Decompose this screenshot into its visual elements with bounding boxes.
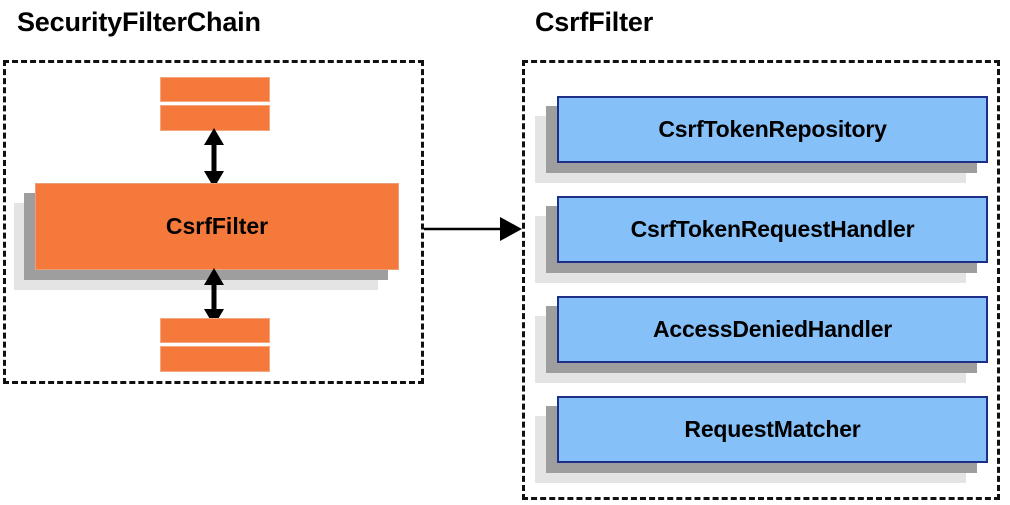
component-label: AccessDeniedHandler	[652, 316, 893, 342]
security-filter-chain-panel	[3, 60, 424, 384]
component-label: RequestMatcher	[684, 416, 861, 442]
component-box-csrf-token-repository[interactable]: CsrfTokenRepository	[557, 96, 988, 163]
csrffilter-to-collaborators-arrow	[424, 217, 522, 241]
component-label: CsrfTokenRepository	[658, 116, 887, 142]
double-arrow-bottom-icon	[204, 268, 224, 326]
component-box-request-matcher[interactable]: RequestMatcher	[557, 396, 988, 463]
component-box-csrf-token-request-handler[interactable]: CsrfTokenRequestHandler	[557, 196, 988, 263]
double-arrow-top-icon	[204, 128, 224, 188]
filter-bar-4	[160, 346, 270, 372]
csrf-filter-box[interactable]: CsrfFilter	[35, 183, 399, 270]
filter-bar-3	[160, 318, 270, 343]
filter-bar-1	[160, 77, 270, 102]
component-label: CsrfTokenRequestHandler	[630, 216, 915, 242]
page-title-csrf-filter: CsrfFilter	[535, 7, 654, 37]
component-box-access-denied-handler[interactable]: AccessDeniedHandler	[557, 296, 988, 363]
csrf-filter-box-label: CsrfFilter	[165, 213, 269, 239]
page-title-security-filter-chain: SecurityFilterChain	[17, 7, 261, 37]
csrf-filter-collaborators-panel	[522, 60, 1000, 500]
